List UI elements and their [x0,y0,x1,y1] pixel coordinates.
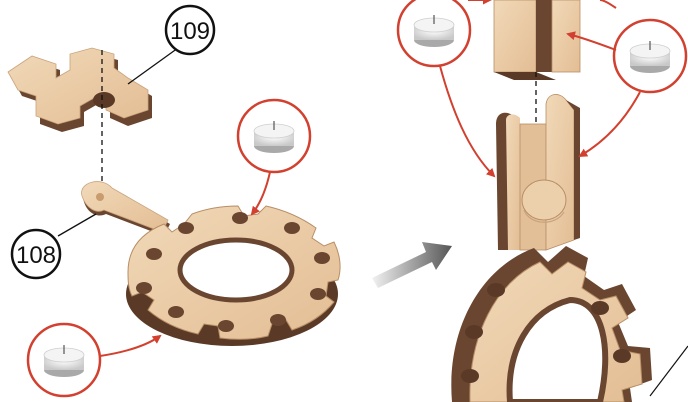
glue-indicator-post-left [398,0,494,176]
callout-109: 109 [128,6,214,84]
assembled-post [496,94,580,250]
surface-edge-line [650,346,688,396]
callout-108: 108 [12,214,96,278]
part-109 [8,48,152,132]
glue-indicator-gear-top [238,100,310,214]
callout-108-label: 108 [16,242,56,269]
tealight-glue-icon [630,41,670,73]
glue-indicator-post-right [568,0,686,156]
assembled-top-piece [494,0,580,80]
tealight-glue-icon [44,345,84,377]
tealight-glue-icon [414,15,454,47]
callout-109-label: 109 [170,18,210,45]
part-108 [82,182,341,346]
assembly-direction-arrow-icon [372,242,452,288]
glue-indicator-gear-bottom [28,324,160,396]
tealight-glue-icon [254,121,294,153]
assembled-gear [451,246,652,402]
